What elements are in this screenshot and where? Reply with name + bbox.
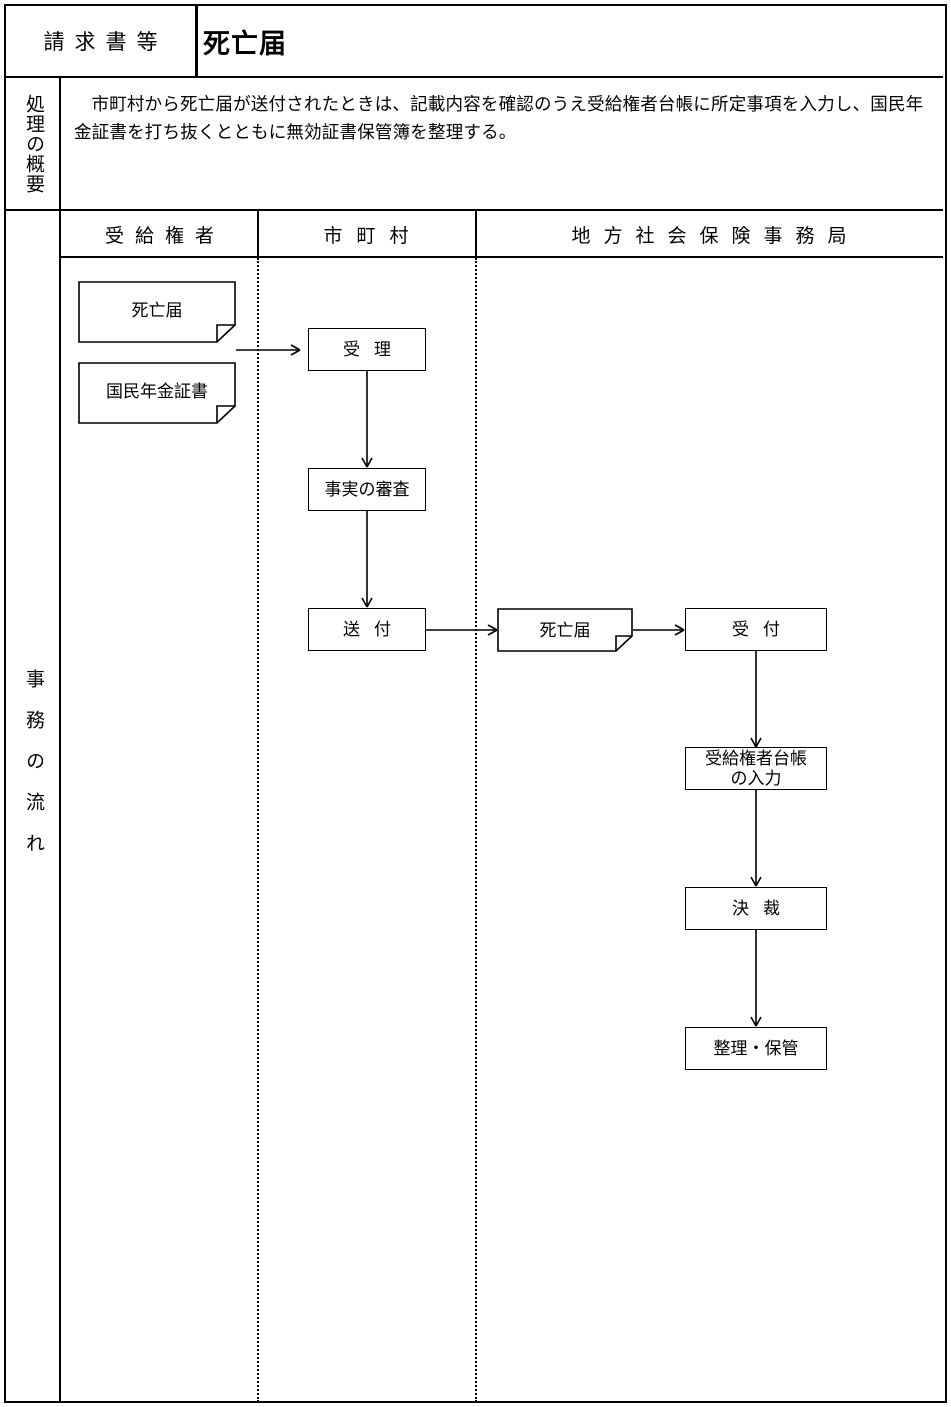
header-divider — [195, 6, 198, 76]
node-ledger-entry-label-line2: の入力 — [730, 768, 782, 788]
document-pension-certificate-label: 国民年金証書 — [106, 381, 208, 401]
edge-approval-to-file-store — [748, 930, 778, 1030]
swimlane-divider-1 — [257, 258, 259, 1402]
summary-bottom-rule — [6, 209, 943, 211]
document-shape-icon — [497, 608, 633, 652]
edge-fact-review-to-send — [359, 511, 389, 611]
column-header-beneficiary: 受給権者 — [104, 225, 225, 247]
node-approval: 決裁 — [685, 887, 827, 930]
node-file-store-label: 整理・保管 — [713, 1038, 799, 1058]
node-file-store: 整理・保管 — [685, 1027, 827, 1070]
flow-side-label: 事務の流れ — [23, 668, 44, 874]
edge-reception-to-ledger-entry — [748, 651, 778, 751]
edge-death-notice-2-to-reception — [633, 610, 693, 650]
document-pension-certificate: 国民年金証書 — [78, 362, 236, 424]
document-death-notice-2-label: 死亡届 — [539, 620, 591, 640]
category-label: 請求書等 — [43, 30, 168, 54]
document-death-notice-1: 死亡届 — [78, 281, 236, 343]
node-fact-review: 事実の審査 — [308, 468, 426, 511]
column-header-municipality: 市町村 — [323, 225, 423, 247]
edge-accept-to-fact-review — [359, 371, 389, 471]
edge-ledger-entry-to-approval — [748, 790, 778, 890]
swimlane-divider-2 — [475, 258, 477, 1402]
node-send-label: 送付 — [343, 619, 405, 639]
document-shape-icon — [78, 362, 236, 424]
node-reception: 受付 — [685, 608, 827, 651]
column-header-divider-1 — [257, 211, 259, 257]
summary-side-label: 処理の概要 — [23, 93, 44, 194]
node-ledger-entry: 受給権者台帳 の入力 — [685, 747, 827, 790]
edge-documents-to-accept — [236, 330, 316, 370]
edge-send-to-death-notice-2 — [426, 610, 506, 650]
node-send: 送付 — [308, 608, 426, 651]
column-header-bottom-rule — [59, 256, 943, 258]
node-fact-review-label: 事実の審査 — [324, 479, 410, 499]
node-accept: 受理 — [308, 328, 426, 371]
column-header-divider-2 — [475, 211, 477, 257]
column-header-social-insurance-office: 地方社会保険事務局 — [571, 225, 860, 247]
summary-text: 市町村から死亡届が送付されたときは、記載内容を確認のうえ受給権者台帳に所定事項を… — [74, 94, 924, 142]
node-approval-label: 決裁 — [732, 898, 794, 918]
document-death-notice-1-label: 死亡届 — [131, 300, 183, 320]
document-death-notice-2: 死亡届 — [497, 608, 633, 652]
page-title: 死亡届 — [203, 28, 287, 60]
header-bottom-rule — [6, 76, 943, 78]
node-reception-label: 受付 — [732, 619, 794, 639]
node-ledger-entry-label-line1: 受給権者台帳 — [705, 748, 807, 768]
flow-label-divider — [59, 209, 61, 1403]
page-border — [4, 4, 947, 1403]
node-accept-label: 受理 — [343, 339, 405, 359]
document-shape-icon — [78, 281, 236, 343]
summary-label-divider — [59, 76, 61, 210]
